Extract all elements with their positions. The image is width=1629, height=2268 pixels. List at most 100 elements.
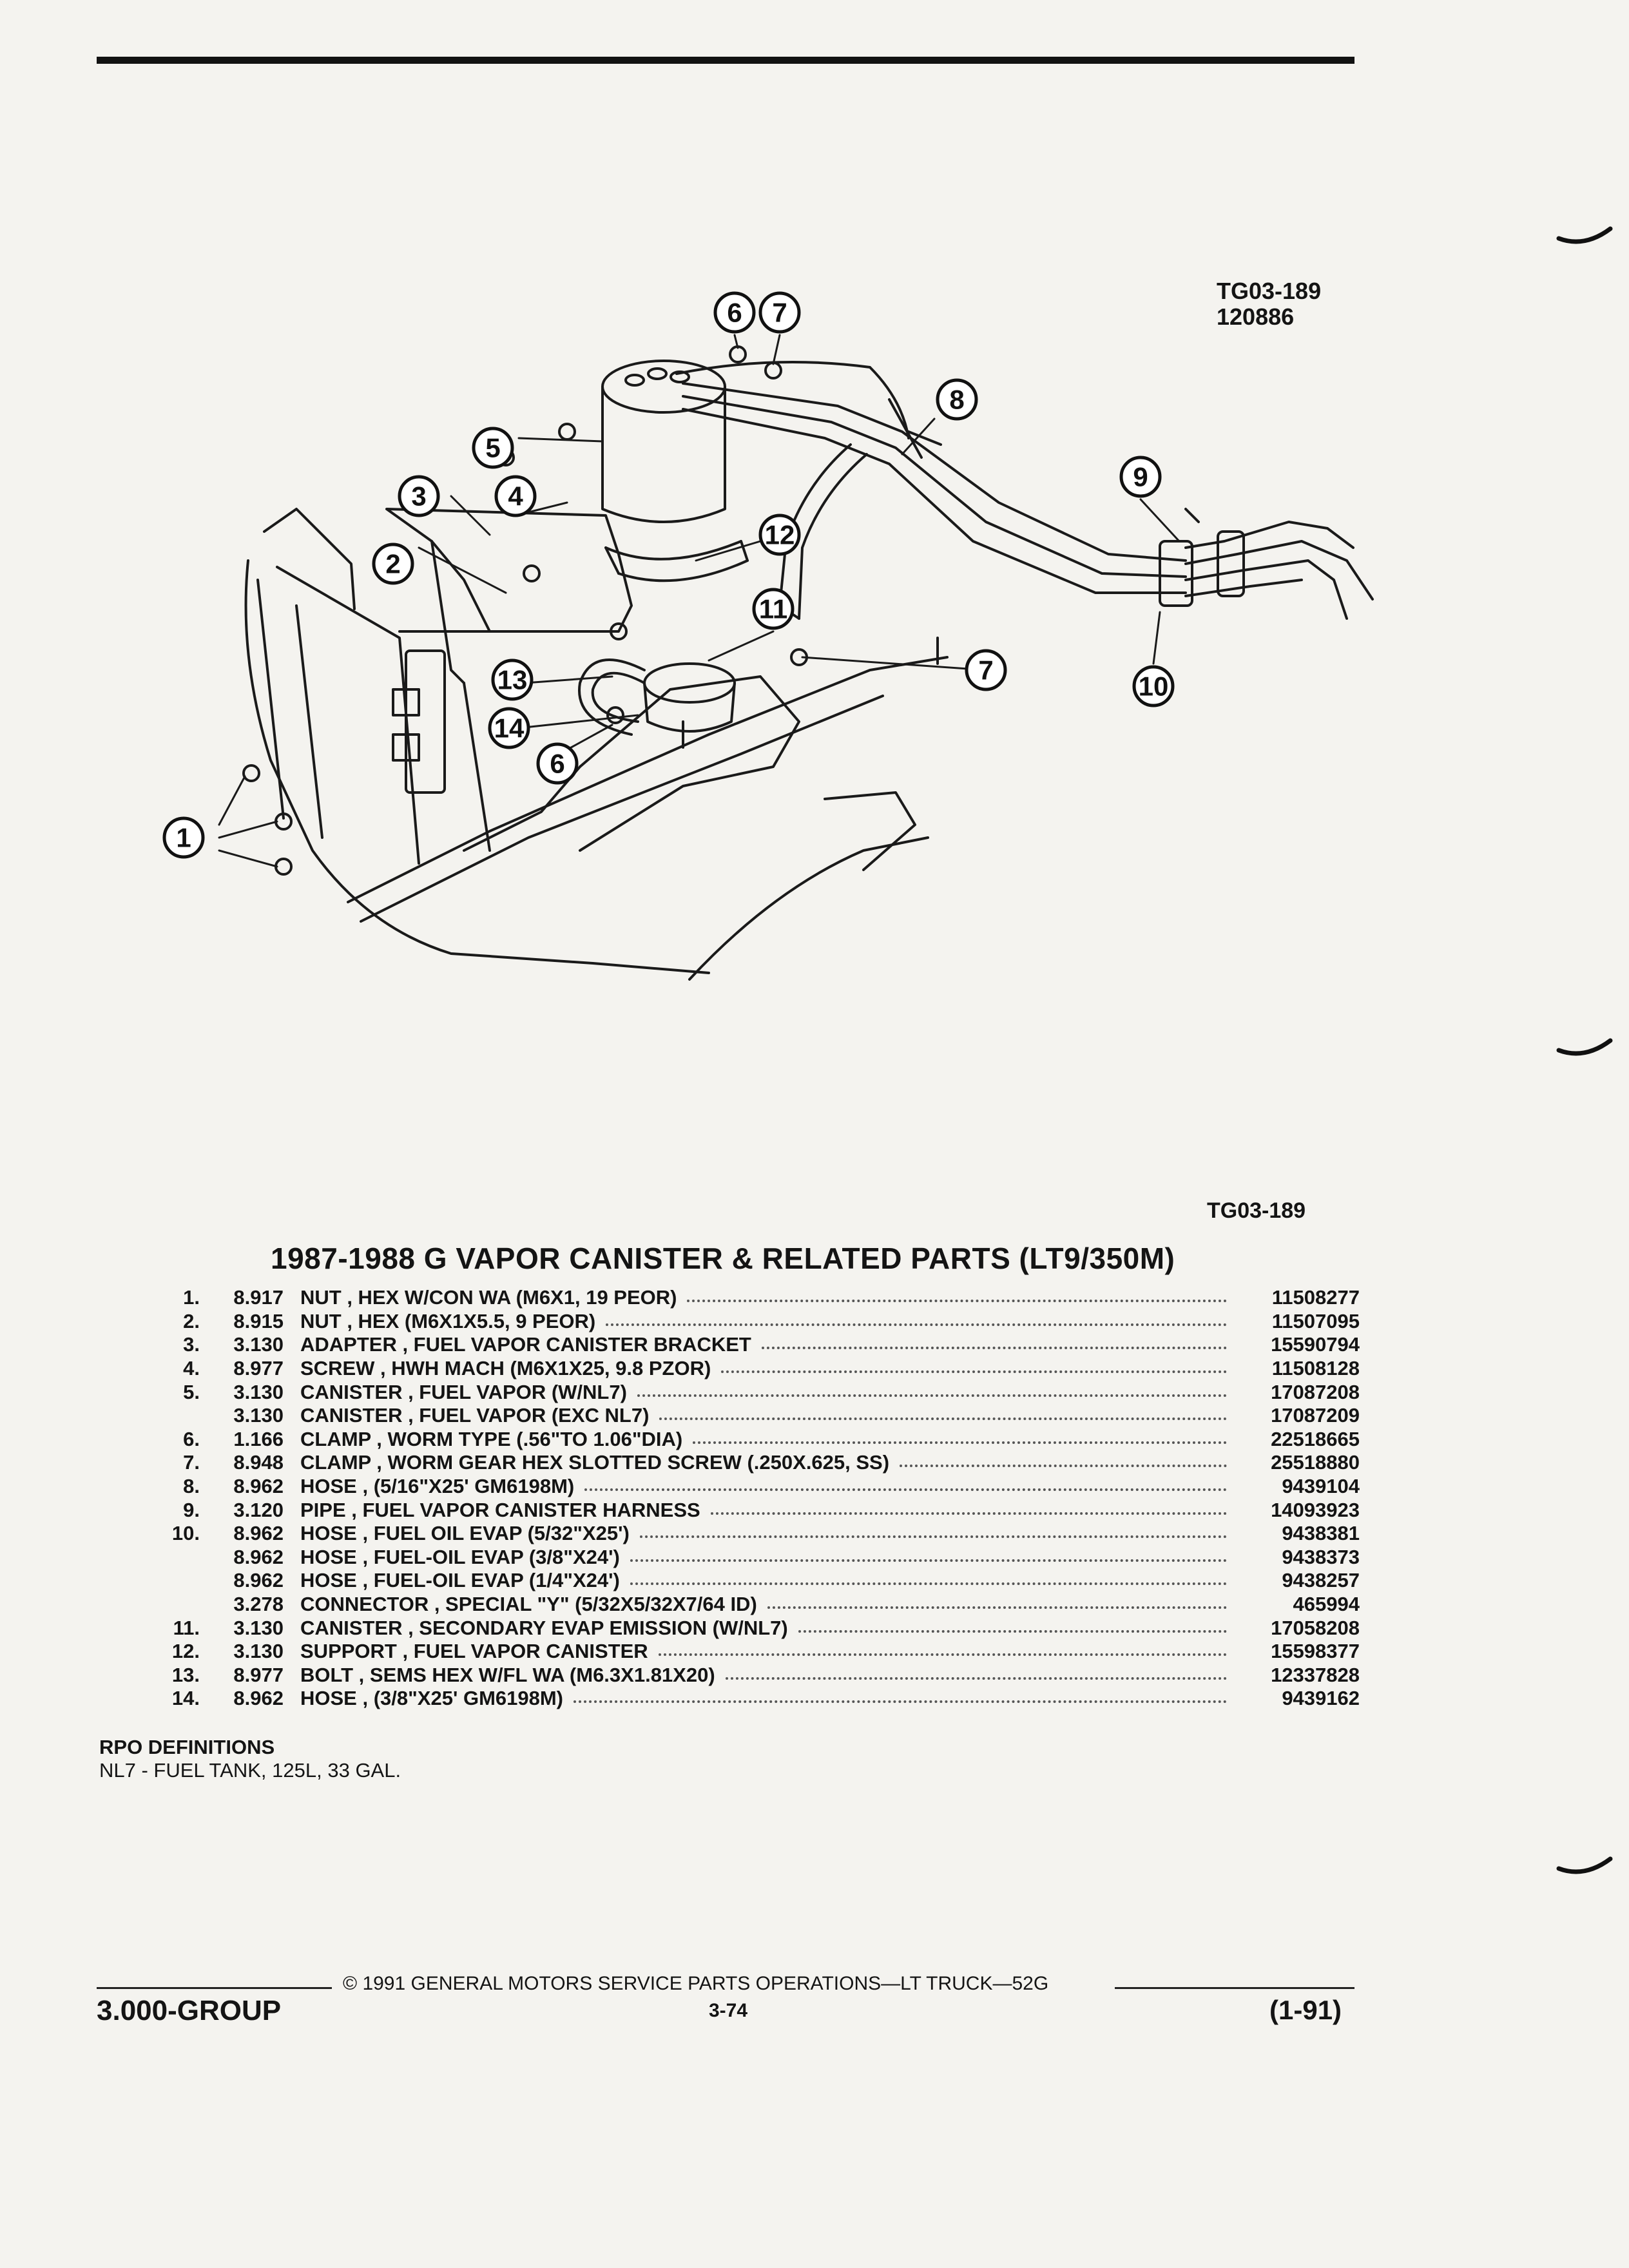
- part-number: 17087208: [1271, 1380, 1360, 1403]
- dot-leader: [900, 1465, 1227, 1468]
- part-group-number: 3.130: [233, 1640, 284, 1663]
- svg-text:1: 1: [176, 823, 191, 853]
- part-description: HOSE , FUEL OIL EVAP (5/32"X25'): [300, 1522, 630, 1545]
- dot-leader: [710, 1512, 1227, 1515]
- svg-text:7: 7: [978, 655, 993, 686]
- footer-page-number: 3-74: [709, 2000, 748, 2021]
- dot-leader: [687, 1300, 1227, 1303]
- callout-11: 11: [752, 588, 795, 630]
- dot-leader: [767, 1606, 1227, 1610]
- callout-12: 12: [758, 514, 801, 556]
- dot-leader: [658, 1653, 1227, 1657]
- part-row: 3. 3.130 ADAPTER , FUEL VAPOR CANISTER BRA…: [155, 1333, 1360, 1357]
- dot-leader: [574, 1700, 1227, 1704]
- part-description: ADAPTER , FUEL VAPOR CANISTER BRACKET: [300, 1333, 751, 1356]
- callout-9: 9: [1119, 456, 1162, 498]
- part-description: HOSE , FUEL-OIL EVAP (3/8"X24'): [300, 1545, 620, 1568]
- callout-7-bottom: 7: [965, 649, 1007, 691]
- exploded-view-diagram: 1 2 3 4 5 6 6 7 7 8 9 10 11 12 13 14: [162, 291, 1374, 981]
- callout-5: 5: [472, 427, 514, 469]
- svg-text:6: 6: [550, 749, 564, 779]
- part-item-number: 12.: [171, 1640, 200, 1663]
- part-item-number: 11.: [173, 1616, 200, 1639]
- callout-10: 10: [1132, 665, 1175, 707]
- part-group-number: 8.962: [233, 1687, 284, 1710]
- svg-text:12: 12: [765, 520, 795, 550]
- svg-text:9: 9: [1133, 462, 1148, 492]
- part-number: 9439104: [1282, 1475, 1360, 1498]
- part-group-number: 8.917: [233, 1286, 284, 1309]
- part-description: HOSE , (3/8"X25' GM6198M): [300, 1687, 563, 1710]
- part-item-number: 9.: [183, 1498, 200, 1521]
- part-row: 3.278 CONNECTOR , SPECIAL "Y" (5/32X5/32X…: [155, 1593, 1360, 1617]
- part-group-number: 8.962: [233, 1569, 284, 1592]
- callout-14: 14: [488, 707, 530, 749]
- part-number: 17087209: [1271, 1404, 1360, 1427]
- part-description: CANISTER , FUEL VAPOR (W/NL7): [300, 1380, 627, 1403]
- vapor-canister: [601, 360, 726, 523]
- part-item-number: 10.: [171, 1522, 200, 1545]
- part-number: 15590794: [1271, 1333, 1360, 1356]
- part-number: 9438373: [1282, 1545, 1360, 1568]
- callout-6-bottom: 6: [536, 742, 579, 785]
- callout-3: 3: [398, 475, 440, 517]
- part-description: HOSE , (5/16"X25' GM6198M): [300, 1475, 575, 1498]
- part-group-number: 3.130: [233, 1333, 284, 1356]
- rpo-definition: NL7 - FUEL TANK, 125L, 33 GAL.: [99, 1759, 401, 1782]
- part-number: 9438381: [1282, 1522, 1360, 1545]
- footer-rule-right: [1115, 1987, 1354, 1989]
- vapor-hoses: [675, 361, 1187, 620]
- dot-leader: [606, 1323, 1227, 1326]
- part-item-number: 8.: [183, 1475, 200, 1498]
- part-group-number: 3.130: [233, 1616, 284, 1639]
- part-group-number: 8.977: [233, 1357, 284, 1380]
- svg-text:7: 7: [772, 298, 787, 328]
- dot-leader: [630, 1582, 1227, 1586]
- footer-rule-left: [97, 1987, 332, 1989]
- binding-mark: [1556, 1856, 1613, 1874]
- dot-leader: [761, 1347, 1227, 1350]
- part-description: CANISTER , FUEL VAPOR (EXC NL7): [300, 1404, 650, 1427]
- part-description: BOLT , SEMS HEX W/FL WA (M6.3X1.81X20): [300, 1663, 715, 1686]
- part-item-number: 7.: [183, 1451, 200, 1474]
- hose-14: [578, 658, 646, 736]
- part-group-number: 3.278: [233, 1593, 284, 1616]
- dot-leader: [637, 1394, 1227, 1397]
- part-item-number: 3.: [183, 1333, 200, 1356]
- part-description: HOSE , FUEL-OIL EVAP (1/4"X24'): [300, 1569, 620, 1592]
- figure-id-line2: 120886: [1217, 303, 1295, 330]
- part-group-number: 1.166: [233, 1427, 284, 1450]
- part-number: 11508277: [1271, 1286, 1360, 1309]
- top-rule: [97, 57, 1354, 64]
- part-group-number: 8.962: [233, 1475, 284, 1498]
- part-group-number: 8.962: [233, 1545, 284, 1568]
- svg-text:6: 6: [727, 298, 742, 328]
- part-description: SCREW , HWH MACH (M6X1X25, 9.8 PZOR): [300, 1357, 711, 1380]
- part-group-number: 8.915: [233, 1309, 284, 1332]
- rpo-heading: RPO DEFINITIONS: [99, 1736, 275, 1758]
- dot-leader: [659, 1418, 1227, 1421]
- rpo-definitions: RPO DEFINITIONS NL7 - FUEL TANK, 125L, 3…: [99, 1736, 401, 1782]
- footer-copyright: © 1991 GENERAL MOTORS SERVICE PARTS OPER…: [343, 1973, 1049, 1994]
- svg-text:13: 13: [497, 665, 528, 695]
- part-group-number: 3.130: [233, 1404, 284, 1427]
- part-number: 25518880: [1271, 1451, 1360, 1474]
- figure-id: TG03-189 120886: [1217, 278, 1321, 330]
- part-group-number: 8.977: [233, 1663, 284, 1686]
- part-row: 8. 8.962 HOSE , (5/16"X25' GM6198M) 9439104: [155, 1475, 1360, 1499]
- svg-text:14: 14: [494, 713, 525, 744]
- part-number: 14093923: [1271, 1498, 1360, 1521]
- svg-text:5: 5: [485, 433, 500, 463]
- part-description: CONNECTOR , SPECIAL "Y" (5/32X5/32X7/64 …: [300, 1593, 757, 1616]
- part-row: 3.130 CANISTER , FUEL VAPOR (EXC NL7) 1708…: [155, 1404, 1360, 1428]
- leader-arrows: [218, 334, 1181, 868]
- dot-leader: [693, 1441, 1227, 1444]
- part-item-number: 13.: [171, 1663, 200, 1686]
